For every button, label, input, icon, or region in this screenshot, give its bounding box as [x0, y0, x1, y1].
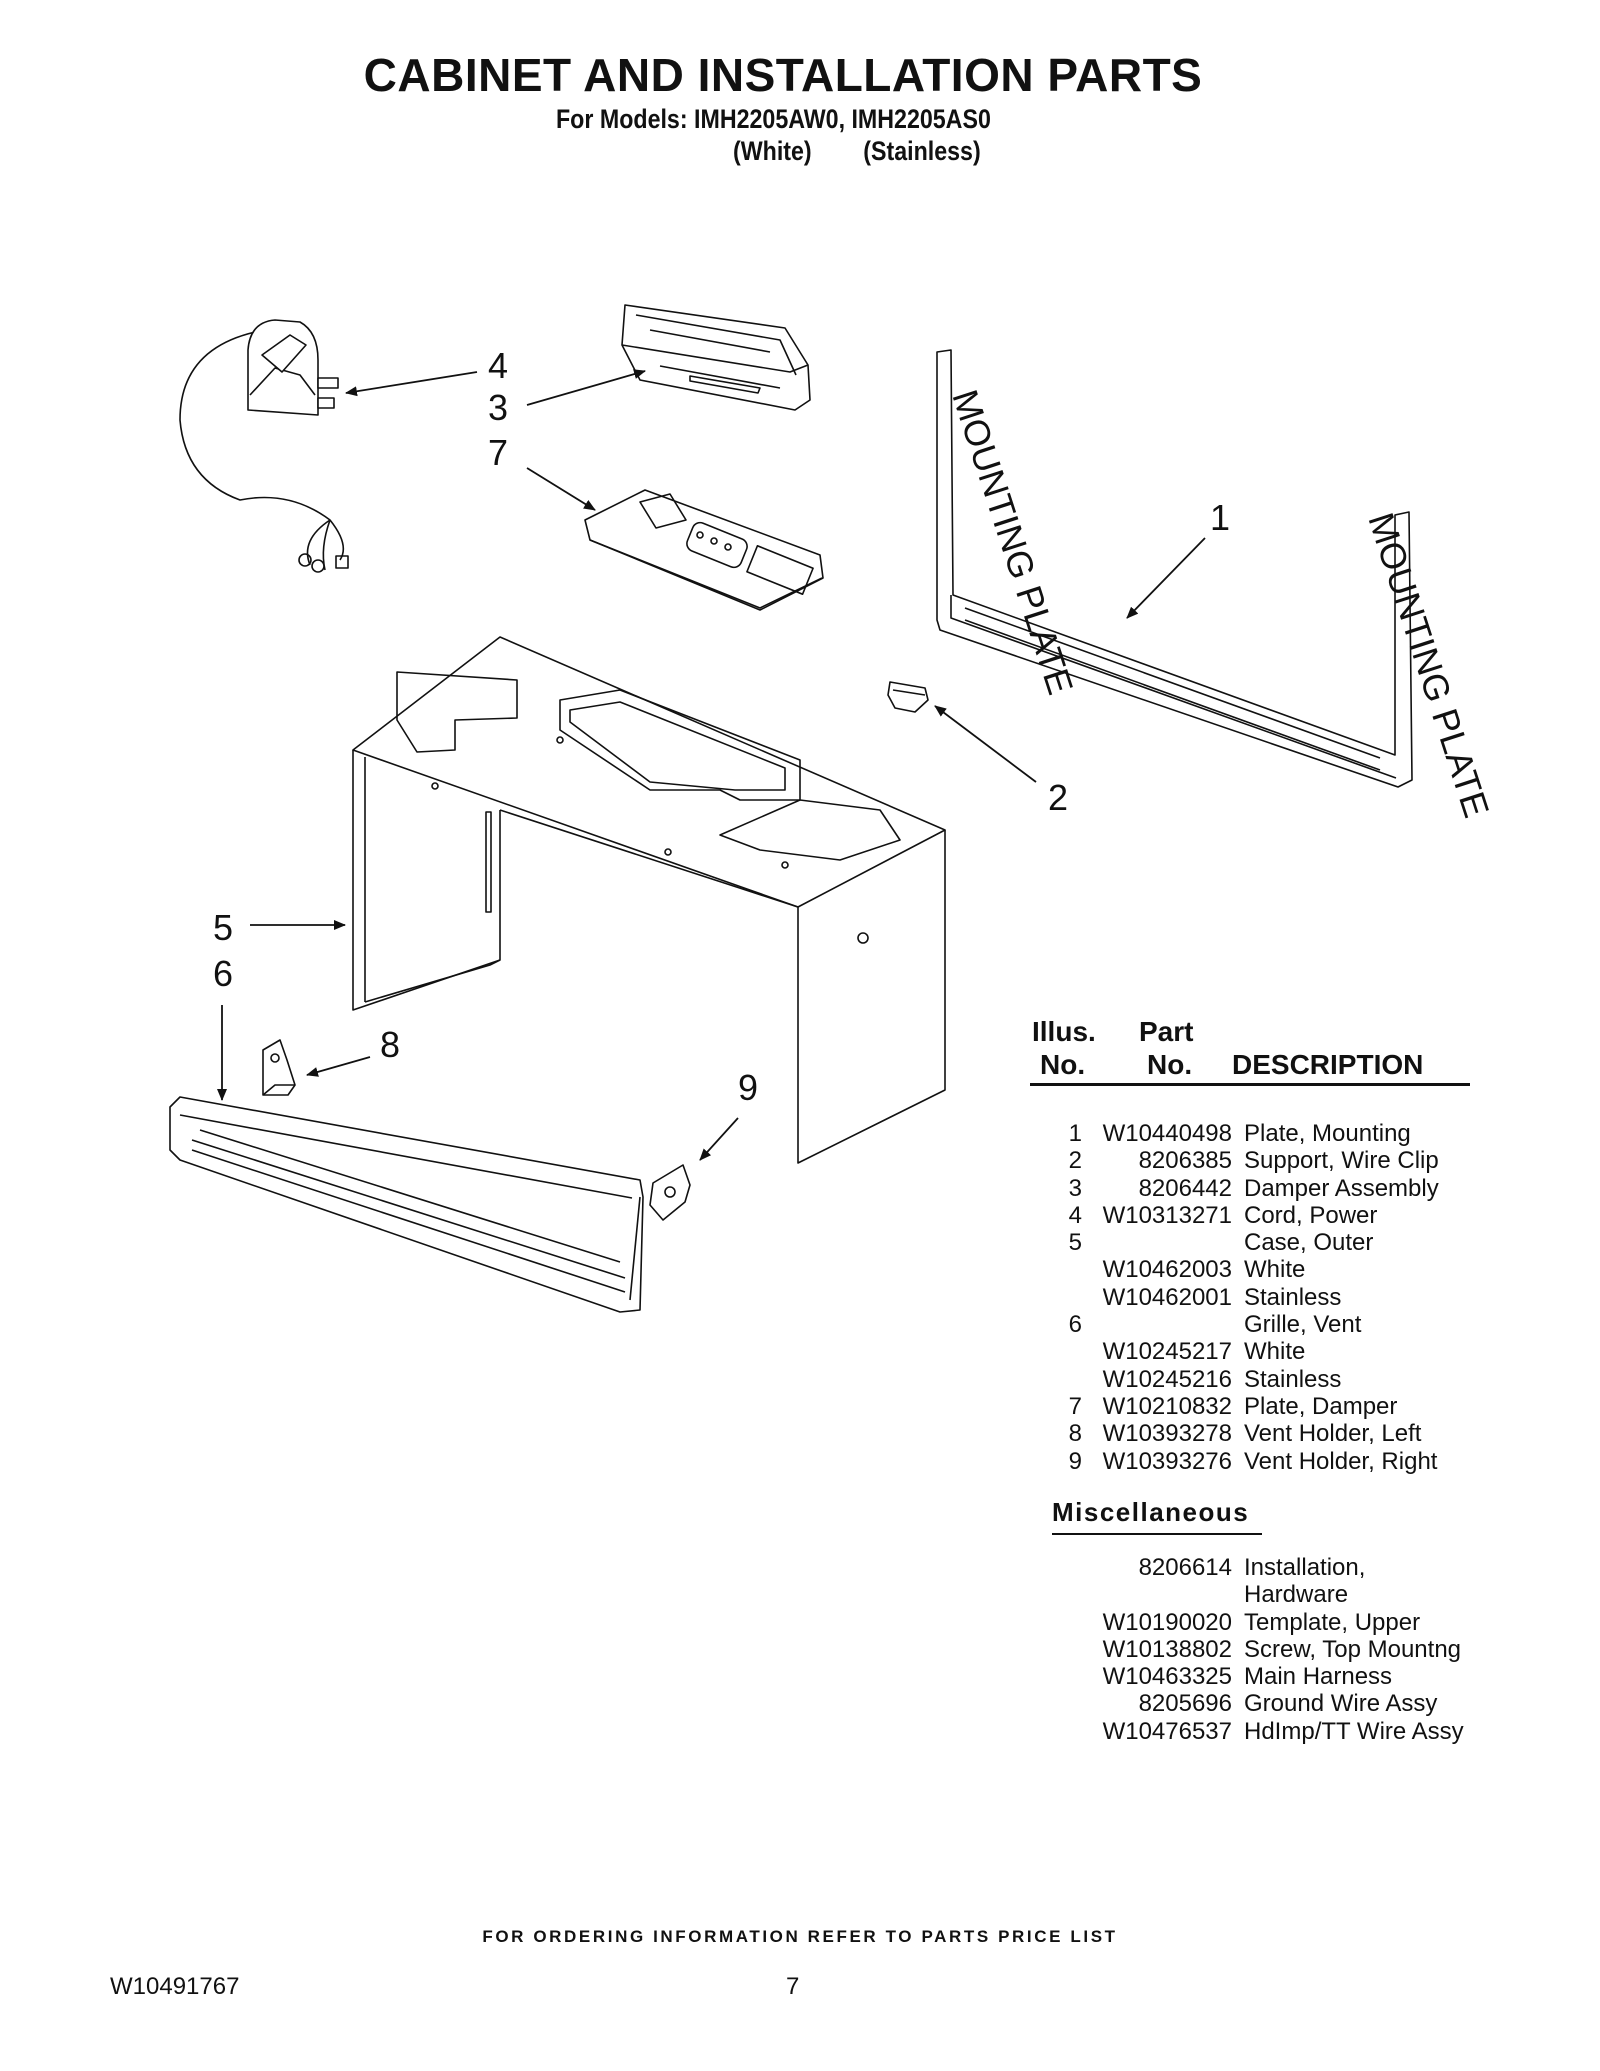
power-cord-part [179, 319, 349, 573]
callout-9: 9 [738, 1067, 758, 1108]
misc-section-title: Miscellaneous [1052, 1497, 1250, 1527]
misc-title-rule [1052, 1533, 1262, 1535]
col-illus-header-2: No. [1040, 1049, 1086, 1080]
outer-case-part [352, 636, 946, 1164]
vent-grille-part [169, 1096, 644, 1313]
callout-4: 4 [488, 345, 508, 386]
page-title: CABINET AND INSTALLATION PARTS [363, 49, 1203, 101]
vent-holder-right-part [649, 1164, 691, 1221]
document-number: W10491767 [110, 1973, 240, 2000]
callout-5: 5 [213, 907, 233, 948]
col-part-header-2: No. [1147, 1049, 1193, 1080]
table-header-rule [1030, 1083, 1470, 1086]
col-desc-header: DESCRIPTION [1232, 1049, 1424, 1080]
col-illus-header-1: Illus. [1032, 1016, 1096, 1047]
callout-2: 2 [1048, 777, 1068, 818]
mounting-plate-part [936, 349, 1413, 788]
list-item: Hardware [1244, 1581, 1349, 1609]
damper-assembly-part [621, 304, 811, 411]
callout-7: 7 [488, 432, 508, 473]
ordering-note: FOR ORDERING INFORMATION REFER TO PARTS … [482, 1927, 1118, 1946]
page-number: 7 [786, 1973, 800, 2000]
damper-plate-part [584, 489, 824, 611]
model-variants: (White) (Stainless) [733, 136, 981, 167]
variant-white: (White) [733, 136, 812, 166]
callout-1: 1 [1210, 497, 1230, 538]
leader-lines [217, 369, 1206, 1161]
callout-3: 3 [488, 387, 508, 428]
variant-stainless: (Stainless) [863, 136, 981, 166]
models-line: For Models: IMH2205AW0, IMH2205AS0 [556, 104, 991, 134]
callout-8: 8 [380, 1024, 400, 1065]
col-part-header-1: Part [1139, 1016, 1194, 1047]
callout-6: 6 [213, 953, 233, 994]
wire-clip-support-part [887, 681, 929, 713]
vent-holder-left-part [262, 1039, 296, 1096]
